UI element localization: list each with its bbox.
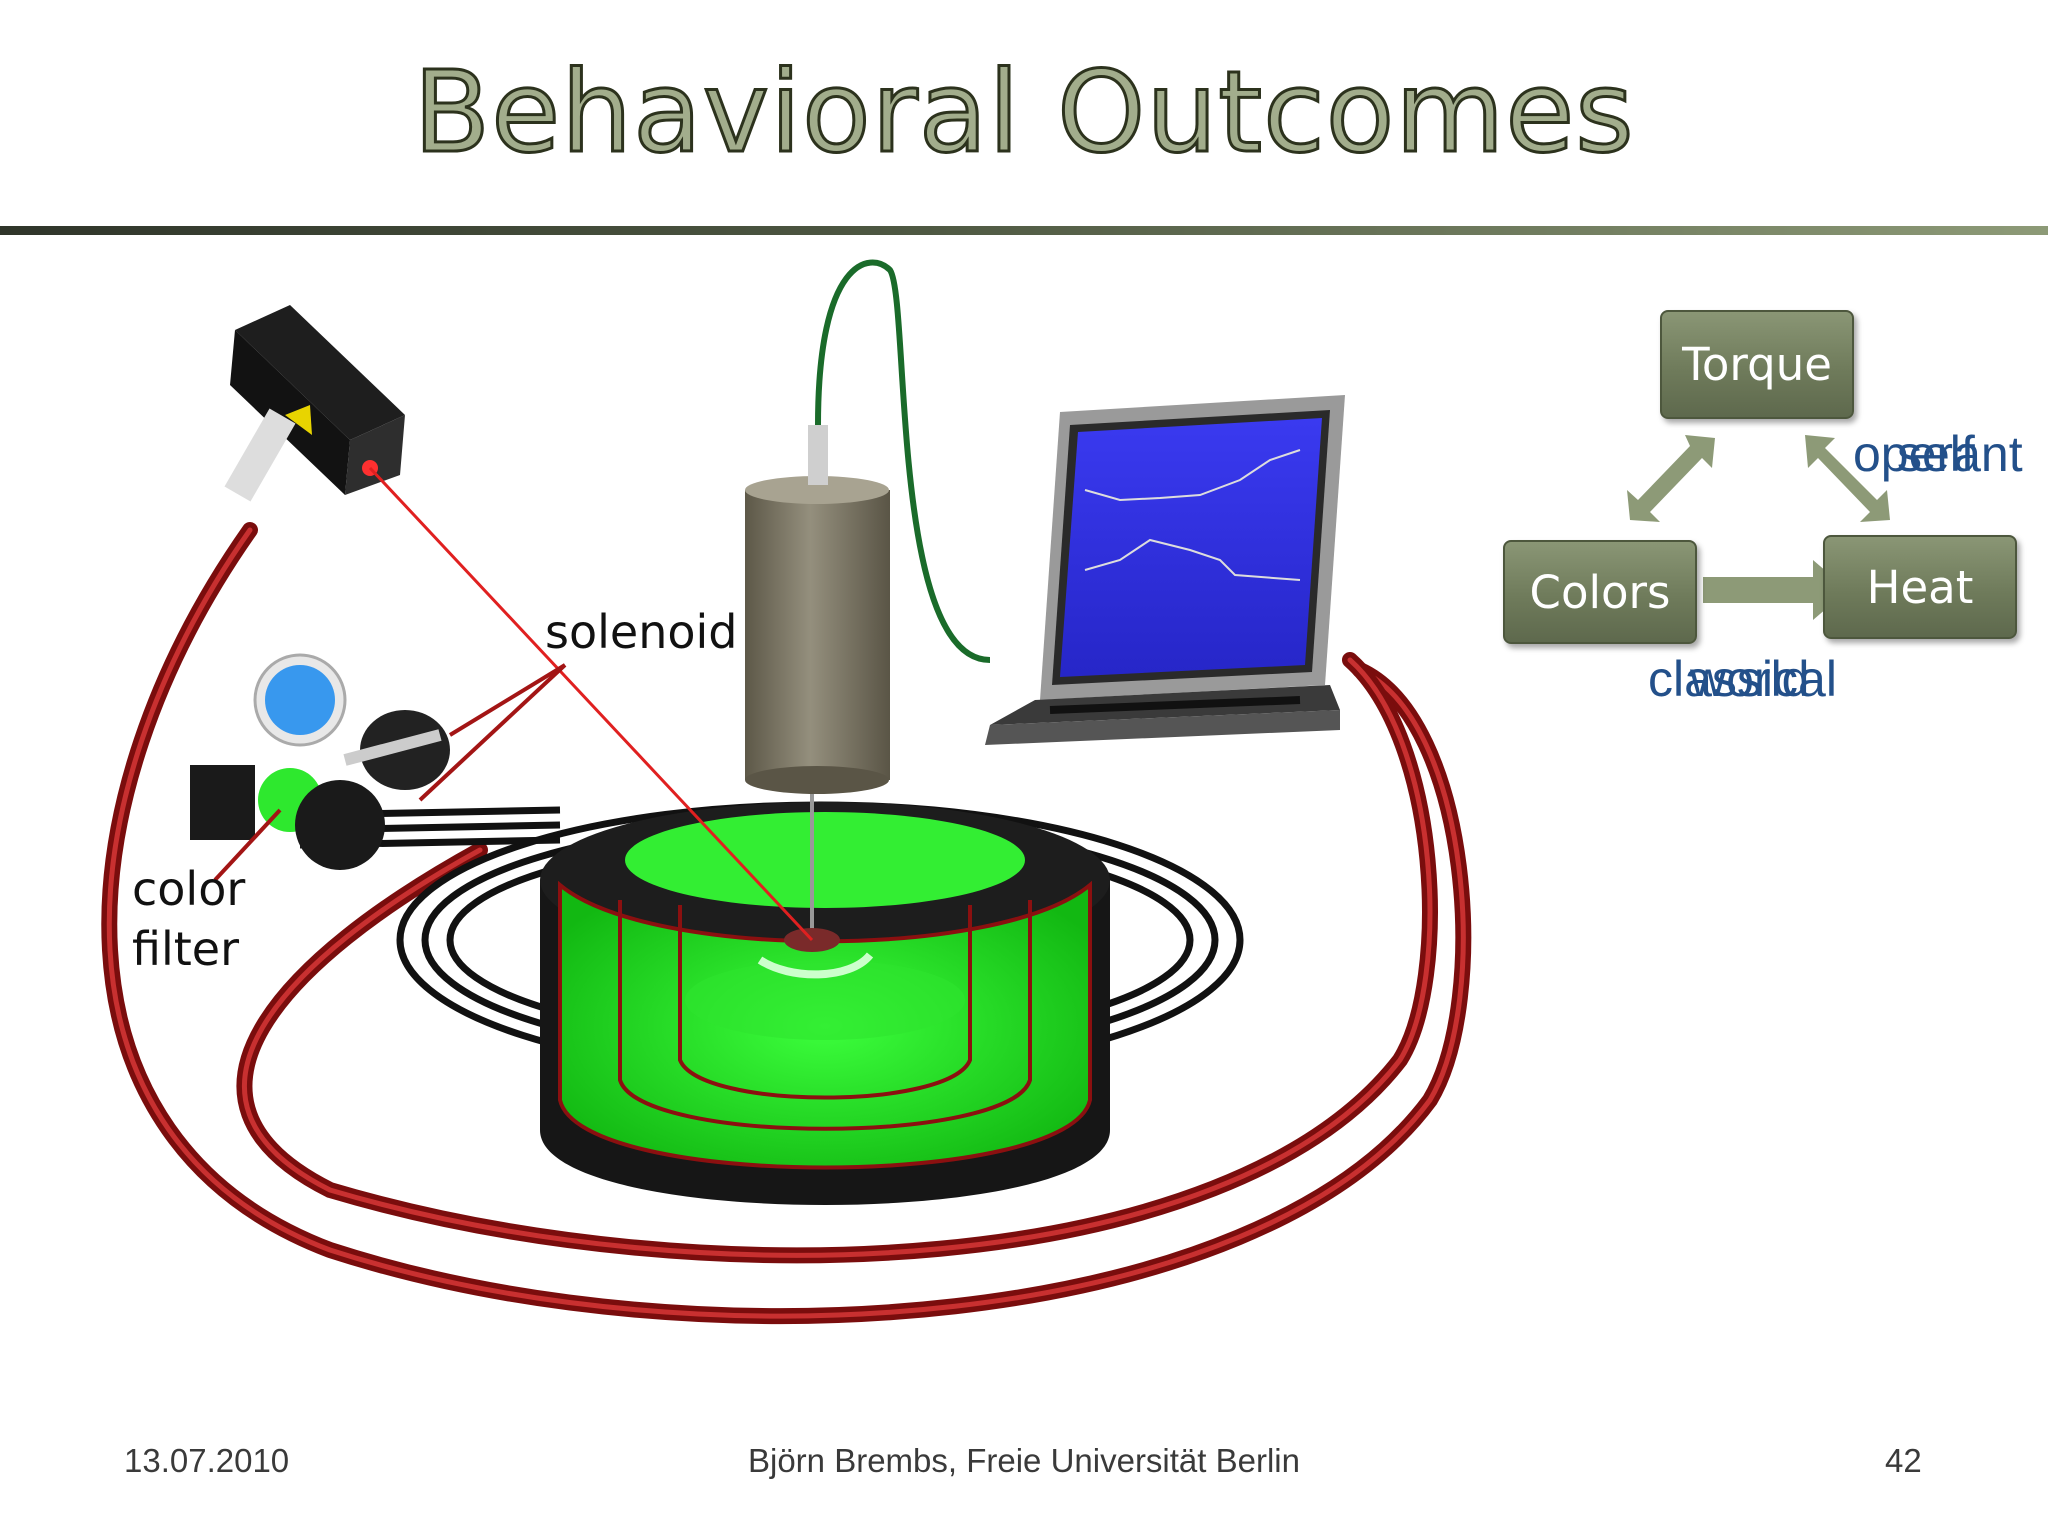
label-self: self	[1897, 426, 1975, 482]
label-top-overlap: operant self	[1853, 425, 2048, 485]
footer-date: 13.07.2010	[124, 1442, 290, 1479]
label-bottom-overlap: classical world	[1648, 650, 1888, 710]
laptop	[985, 395, 1345, 745]
footer-page-number: 42	[1885, 1442, 1922, 1479]
label-operant: operant	[1853, 426, 2023, 482]
torque-meter	[745, 259, 991, 794]
arrow-colors-heat	[1703, 560, 1848, 620]
laser-head	[224, 305, 814, 942]
colors-box: Colors	[1503, 540, 1697, 644]
outcome-diagram: Torque Colors Heat operant self classica…	[1490, 300, 2048, 720]
label-classical: classical	[1648, 651, 1837, 707]
footer-author: Björn Brembs, Freie Universität Berlin	[747, 1442, 1300, 1479]
red-cables	[101, 522, 1472, 1324]
torque-box: Torque	[1660, 310, 1854, 419]
slide-title: Behavioral Outcomes	[412, 47, 1635, 180]
diagram-arrows	[1627, 435, 1890, 620]
heat-box: Heat	[1823, 535, 2017, 639]
color-filter-unit	[190, 653, 450, 870]
flight-simulator-illustration: solenoid color filter	[101, 259, 1472, 1324]
arena	[540, 780, 1110, 1205]
arrow-colors-torque	[1627, 435, 1715, 522]
title-rule	[0, 226, 2048, 235]
color-filter-label-line2: filter	[132, 922, 239, 976]
solenoid-label: solenoid	[545, 605, 737, 659]
label-world: world	[1690, 651, 1810, 707]
arrow-torque-heat	[1805, 435, 1890, 522]
color-filter-label-line1: color	[132, 862, 245, 916]
